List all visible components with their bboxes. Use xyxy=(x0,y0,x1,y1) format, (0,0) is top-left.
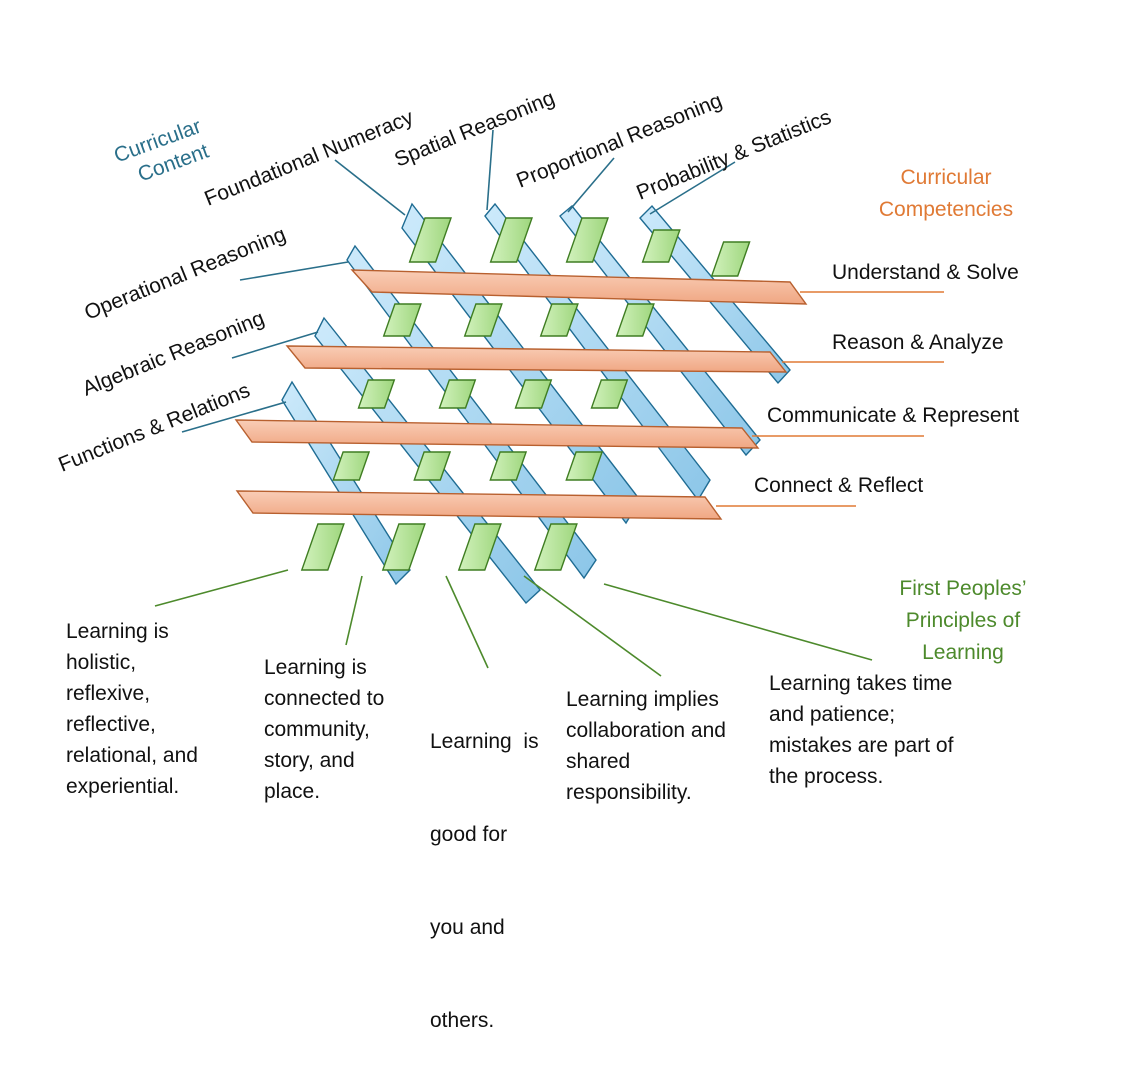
leader-community xyxy=(345,575,363,646)
leader-lines xyxy=(154,129,944,677)
principle-strand-1-1 xyxy=(408,217,452,263)
principle-strand-1-2 xyxy=(382,303,422,337)
principle-strand-3-3 xyxy=(514,379,553,409)
leader-holistic xyxy=(154,569,289,607)
principle-strand-3-1 xyxy=(565,217,609,263)
principle-strand-3-2 xyxy=(539,303,579,337)
principle-strand-4-2 xyxy=(615,303,655,337)
principle-text-holistic: Learning is holistic, reflexive, reflect… xyxy=(66,620,198,798)
principle-strand-4-3 xyxy=(590,379,629,409)
principle-text-good-for-you: Learning is good for you and others. xyxy=(430,730,539,1032)
principle-strand-4-5 xyxy=(533,523,578,571)
content-strand-3 xyxy=(559,205,761,457)
curricular-competencies-heading-2: Competencies xyxy=(879,198,1013,221)
principle-strand-4-1 xyxy=(641,229,681,263)
curricular-competencies-heading-1: Curricular xyxy=(900,166,991,189)
competency-label-understand-solve: Understand & Solve xyxy=(832,261,1019,284)
principle-strands xyxy=(300,217,751,571)
principle-strand-4-4 xyxy=(565,451,604,481)
leader-operational-reasoning xyxy=(239,261,349,281)
leader-proportional-reasoning xyxy=(567,157,615,213)
principle-text-collaboration: Learning implies collaboration and share… xyxy=(566,688,726,804)
principle-strand-1-4 xyxy=(332,451,371,481)
principle-strand-3-5 xyxy=(457,523,502,571)
first-peoples-heading-3: Learning xyxy=(922,641,1004,664)
principle-strand-2-5 xyxy=(381,523,426,571)
principle-strand-1-5 xyxy=(300,523,345,571)
principle-strand-3-4 xyxy=(489,451,528,481)
leader-probability-statistics xyxy=(649,161,736,215)
content-label-spatial-reasoning: Spatial Reasoning xyxy=(391,86,558,171)
competency-label-communicate-represent: Communicate & Represent xyxy=(767,404,1019,427)
competency-strand-1 xyxy=(350,269,808,305)
leader-functions-relations xyxy=(181,401,287,433)
principle-strand-5-1 xyxy=(710,241,751,277)
content-label-foundational-numeracy: Foundational Numeracy xyxy=(201,106,417,211)
principle-strand-1-3 xyxy=(357,379,396,409)
leader-good-for-you xyxy=(445,575,489,669)
leader-time-patience xyxy=(603,583,873,661)
leader-algebraic-reasoning xyxy=(231,331,319,359)
leader-collaboration xyxy=(523,575,662,677)
leader-foundational-numeracy xyxy=(334,159,406,216)
competency-strand-3 xyxy=(234,419,760,449)
competency-strand-2 xyxy=(285,345,788,373)
principle-strand-2-3 xyxy=(438,379,477,409)
first-peoples-heading-1: First Peoples’ xyxy=(899,577,1026,600)
principle-strand-2-1 xyxy=(489,217,533,263)
competency-label-reason-analyze: Reason & Analyze xyxy=(832,331,1004,354)
principle-text-community: Learning is connected to community, stor… xyxy=(264,656,385,803)
competency-label-connect-reflect: Connect & Reflect xyxy=(754,474,923,497)
weave-diagram: Curricular Content Foundational Numeracy… xyxy=(55,86,1027,677)
principle-strand-2-2 xyxy=(463,303,503,337)
principle-strand-2-4 xyxy=(413,451,452,481)
leader-spatial-reasoning xyxy=(486,129,494,211)
principle-text-time-patience: Learning takes time and patience; mistak… xyxy=(769,672,954,788)
competency-strands xyxy=(234,269,808,520)
first-peoples-heading-2: Principles of xyxy=(906,609,1021,632)
competency-strand-4 xyxy=(235,490,723,520)
